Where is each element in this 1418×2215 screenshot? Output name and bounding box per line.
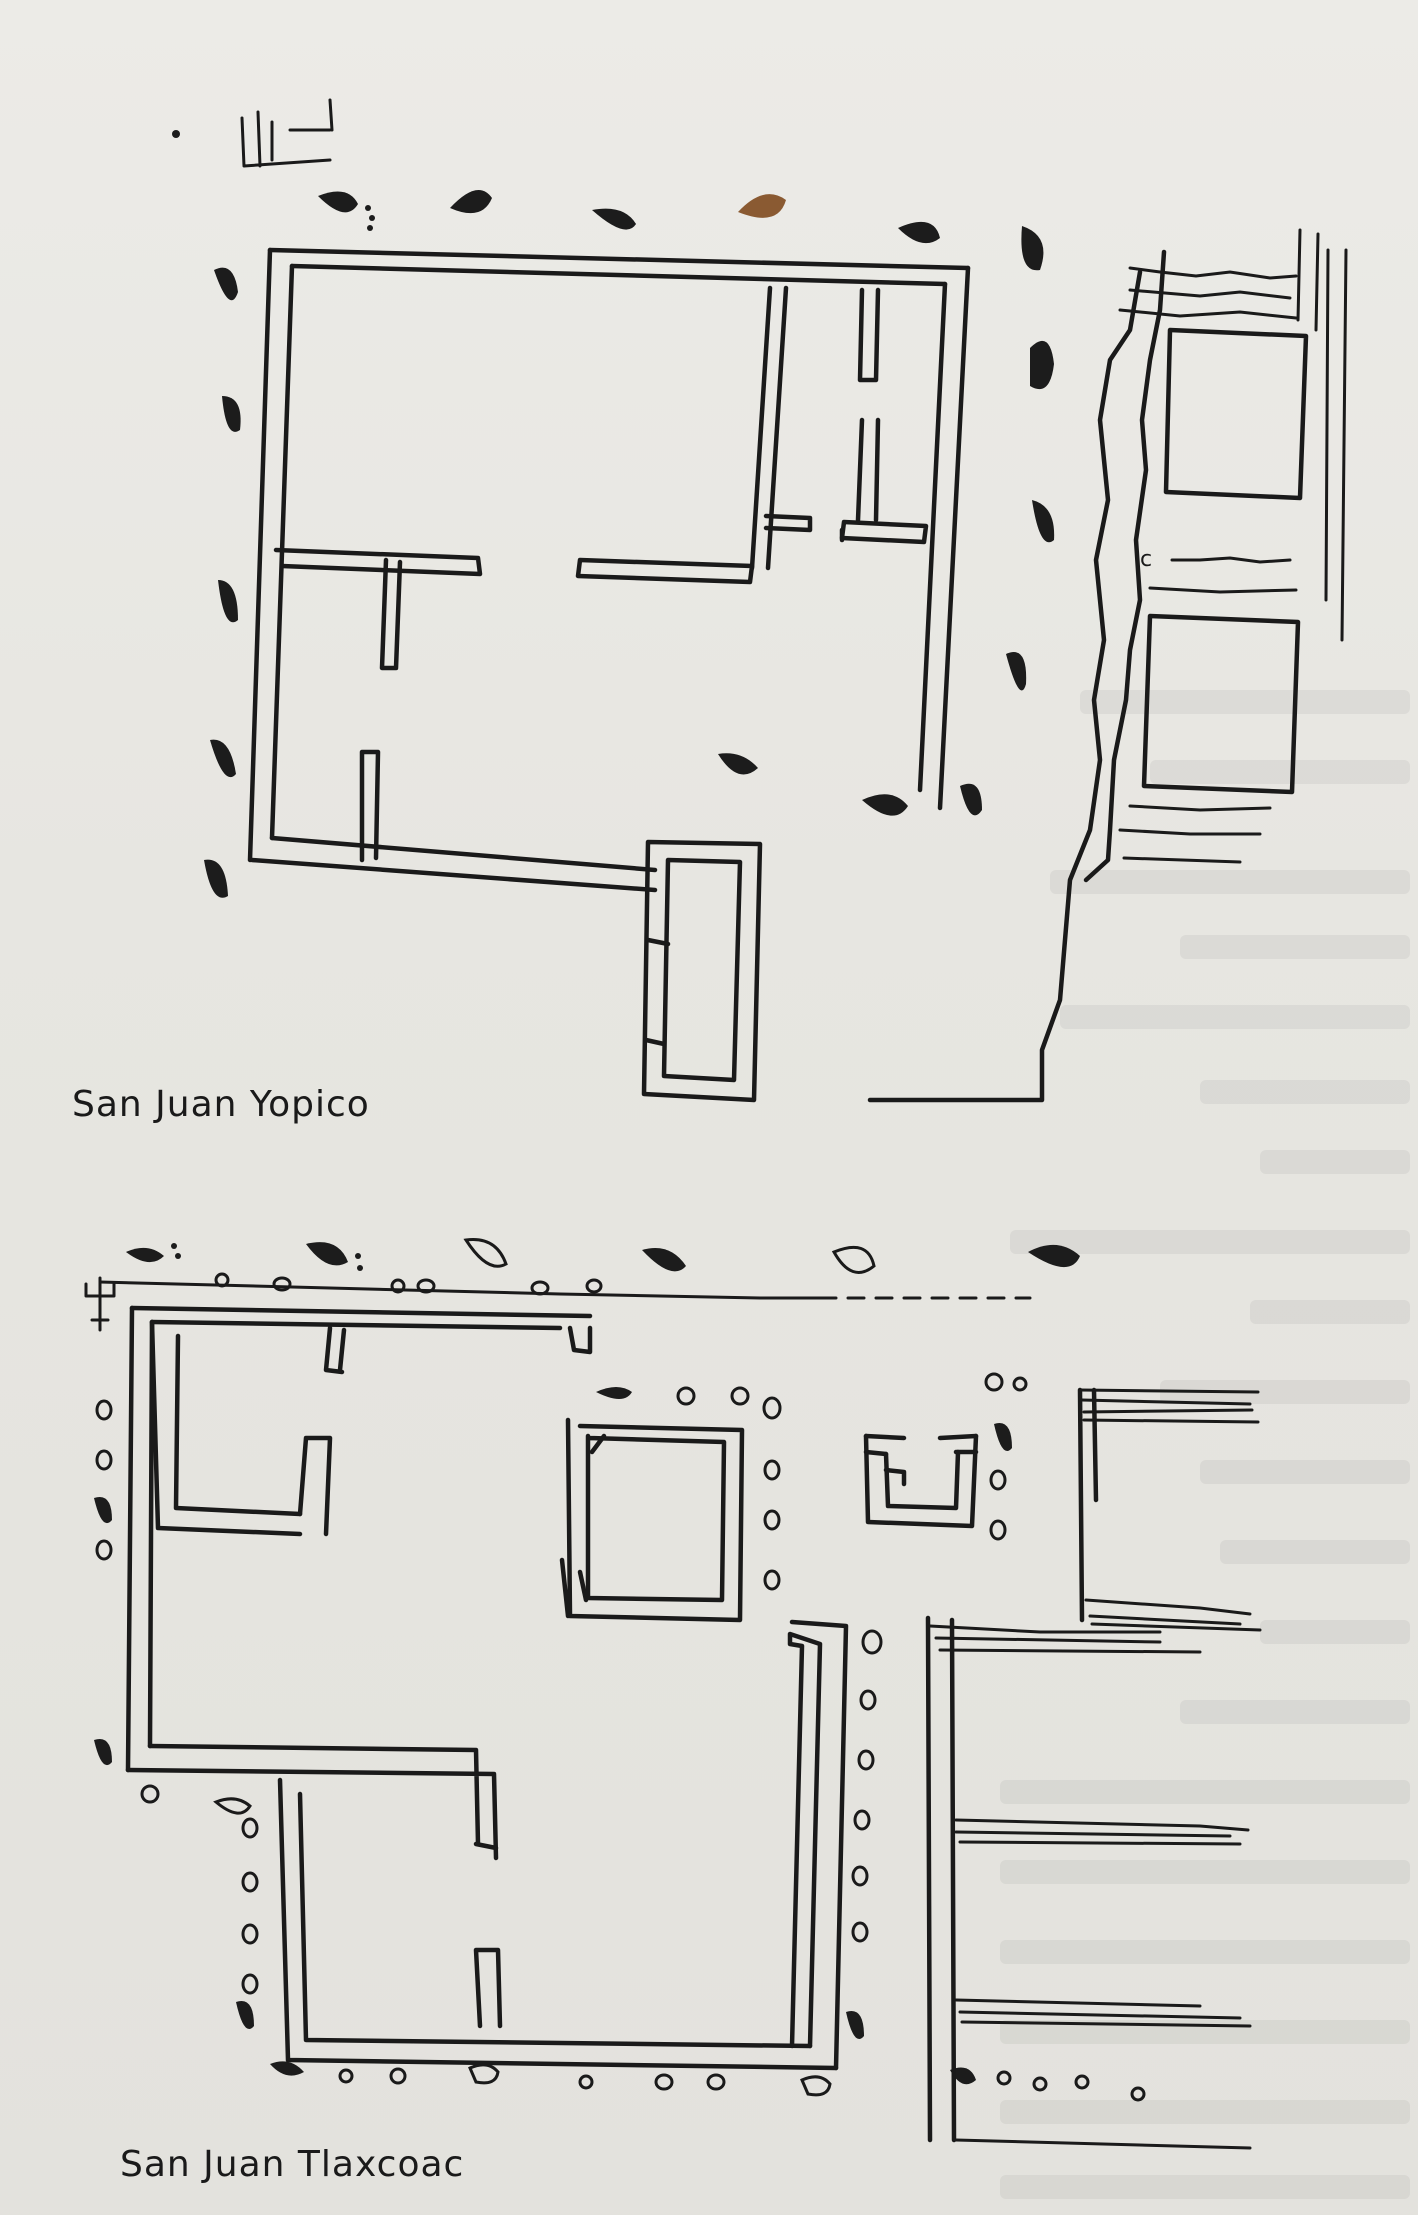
stone-markers — [94, 1272, 1146, 2102]
svg-text:c: c — [1140, 547, 1152, 572]
caption-top: San Juan Yopico — [72, 1084, 370, 1125]
floorplan-san-juan-tlaxcoac — [84, 1238, 1262, 2150]
outer-wall — [247, 247, 295, 863]
footprint-markers — [84, 1238, 1080, 1332]
caption-bottom: San Juan Tlaxcoac — [120, 2144, 465, 2185]
floorplan-san-juan-yopico: c — [172, 98, 1348, 1103]
footprint-markers — [204, 190, 1055, 898]
